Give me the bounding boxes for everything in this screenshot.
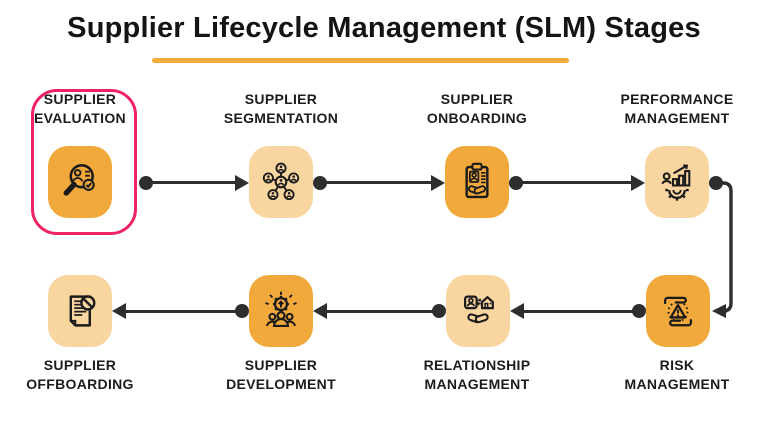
stage-box-relationship-management	[446, 275, 510, 347]
stage-box-supplier-development	[249, 275, 313, 347]
chart-gear-icon	[661, 164, 691, 201]
stage-label-risk-management: RISK MANAGEMENT	[602, 356, 752, 394]
arrow-line	[146, 181, 237, 184]
stage-label-line: MANAGEMENT	[624, 110, 730, 126]
stage-label-line: SUPPLIER	[440, 91, 514, 107]
page-title: Supplier Lifecycle Management (SLM) Stag…	[67, 12, 701, 44]
magnifier-person-check-icon	[63, 164, 95, 196]
network-people-icon	[262, 162, 300, 201]
arrow-line	[320, 181, 433, 184]
hands-warning-icon	[663, 296, 693, 327]
stage-label-line: RISK	[659, 357, 695, 373]
stage-label-performance-management: PERFORMANCE MANAGEMENT	[602, 90, 752, 128]
partner-exchange-handshake-icon	[464, 295, 494, 324]
stage-label-line: OFFBOARDING	[26, 376, 134, 392]
arrowhead-left-icon	[510, 303, 524, 319]
clipboard-handshake-icon	[465, 162, 489, 199]
stage-box-supplier-segmentation	[249, 146, 313, 218]
document-ban-icon	[69, 295, 96, 327]
arrowhead-left-icon	[313, 303, 327, 319]
title-underline	[152, 58, 569, 63]
arrow-dot	[432, 304, 446, 318]
stage-box-performance-management	[645, 146, 709, 218]
stage-label-line: MANAGEMENT	[624, 376, 730, 392]
stage-label-line: SUPPLIER	[43, 357, 117, 373]
stage-label-line: SUPPLIER	[244, 91, 318, 107]
stage-box-risk-management	[646, 275, 710, 347]
highlight-ring-supplier-evaluation	[31, 89, 137, 235]
stage-label-line: SUPPLIER	[244, 357, 318, 373]
stage-label-line: DEVELOPMENT	[226, 376, 336, 392]
stage-label-supplier-onboarding: SUPPLIER ONBOARDING	[402, 90, 552, 128]
arrow-dot	[235, 304, 249, 318]
stage-label-supplier-offboarding: SUPPLIER OFFBOARDING	[5, 356, 155, 394]
stage-label-supplier-development: SUPPLIER DEVELOPMENT	[206, 356, 356, 394]
arrow-line	[524, 310, 639, 313]
gear-growth-team-icon	[265, 291, 297, 328]
stage-label-relationship-management: RELATIONSHIP MANAGEMENT	[402, 356, 552, 394]
stage-box-supplier-offboarding	[48, 275, 112, 347]
stage-box-supplier-onboarding	[445, 146, 509, 218]
stage-label-line: RELATIONSHIP	[423, 357, 531, 373]
stage-label-line: SEGMENTATION	[223, 110, 339, 126]
arrowhead-right-icon	[431, 175, 445, 191]
arrowhead-right-icon	[631, 175, 645, 191]
stage-label-line: MANAGEMENT	[424, 376, 530, 392]
arrow-line	[126, 310, 242, 313]
arrow-line	[516, 181, 631, 184]
down-connector-arrow	[709, 176, 733, 318]
arrowhead-left-icon	[112, 303, 126, 319]
arrow-dot	[632, 304, 646, 318]
stage-label-supplier-evaluation: SUPPLIER EVALUATION	[5, 90, 155, 128]
stage-label-line: EVALUATION	[34, 110, 126, 126]
stage-label-line: ONBOARDING	[426, 110, 528, 126]
stage-label-line: SUPPLIER	[43, 91, 117, 107]
stage-label-line: PERFORMANCE	[620, 91, 734, 107]
arrow-line	[327, 310, 439, 313]
arrowhead-right-icon	[235, 175, 249, 191]
stage-label-supplier-segmentation: SUPPLIER SEGMENTATION	[206, 90, 356, 128]
stage-box-supplier-evaluation	[48, 146, 112, 218]
